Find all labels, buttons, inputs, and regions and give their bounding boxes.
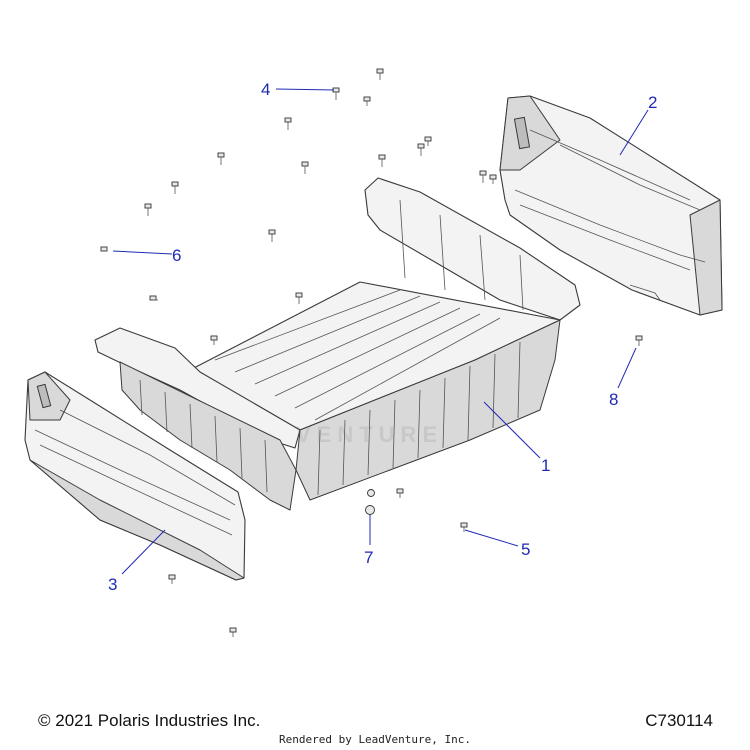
callout-3[interactable]: 3 bbox=[108, 575, 117, 594]
callout-7[interactable]: 7 bbox=[364, 548, 373, 567]
screw-icon[interactable] bbox=[424, 136, 432, 146]
screw-icon[interactable] bbox=[210, 335, 218, 345]
screw-icon[interactable] bbox=[229, 627, 237, 637]
callout-1[interactable]: 1 bbox=[541, 456, 550, 475]
callout-5[interactable]: 5 bbox=[521, 540, 530, 559]
callout-labels: 1 2 3 4 5 6 7 8 bbox=[108, 80, 657, 594]
rendered-by-text: Rendered by LeadVenture, Inc. bbox=[278, 733, 472, 746]
copyright-text: © 2021 Polaris Industries Inc. bbox=[38, 711, 261, 730]
callout-8[interactable]: 8 bbox=[609, 390, 618, 409]
screw-icon[interactable] bbox=[168, 574, 176, 584]
screw-icon[interactable] bbox=[635, 335, 643, 346]
screw-icon[interactable] bbox=[417, 143, 425, 156]
screw-icon[interactable] bbox=[144, 203, 152, 216]
screw-icon[interactable] bbox=[378, 154, 386, 167]
nut-icon[interactable] bbox=[365, 505, 375, 515]
screw-icon[interactable] bbox=[100, 246, 108, 252]
screw-icon[interactable] bbox=[376, 68, 384, 80]
fastener-set bbox=[100, 68, 643, 637]
screw-icon[interactable] bbox=[295, 292, 303, 304]
screw-icon[interactable] bbox=[217, 152, 225, 165]
callout-2[interactable]: 2 bbox=[648, 93, 657, 112]
nut-icon[interactable] bbox=[367, 489, 375, 497]
screw-icon[interactable] bbox=[363, 96, 371, 106]
screw-icon[interactable] bbox=[301, 161, 309, 174]
diagram-code: C730114 bbox=[645, 711, 713, 730]
screw-icon[interactable] bbox=[396, 488, 404, 498]
screw-icon[interactable] bbox=[489, 174, 497, 184]
screw-icon[interactable] bbox=[284, 117, 292, 130]
screw-icon[interactable] bbox=[479, 170, 487, 183]
watermark: VENTURE bbox=[296, 422, 444, 447]
front-panel-part[interactable] bbox=[499, 95, 723, 316]
rear-panel-part[interactable] bbox=[24, 371, 246, 581]
screw-icon[interactable] bbox=[171, 181, 179, 194]
callout-4[interactable]: 4 bbox=[261, 80, 270, 99]
leader-lines bbox=[112, 88, 649, 575]
screw-icon[interactable] bbox=[460, 522, 468, 532]
screw-icon[interactable] bbox=[268, 229, 276, 242]
cargo-box-part[interactable] bbox=[94, 177, 581, 511]
screw-icon[interactable] bbox=[149, 295, 158, 301]
callout-6[interactable]: 6 bbox=[172, 246, 181, 265]
